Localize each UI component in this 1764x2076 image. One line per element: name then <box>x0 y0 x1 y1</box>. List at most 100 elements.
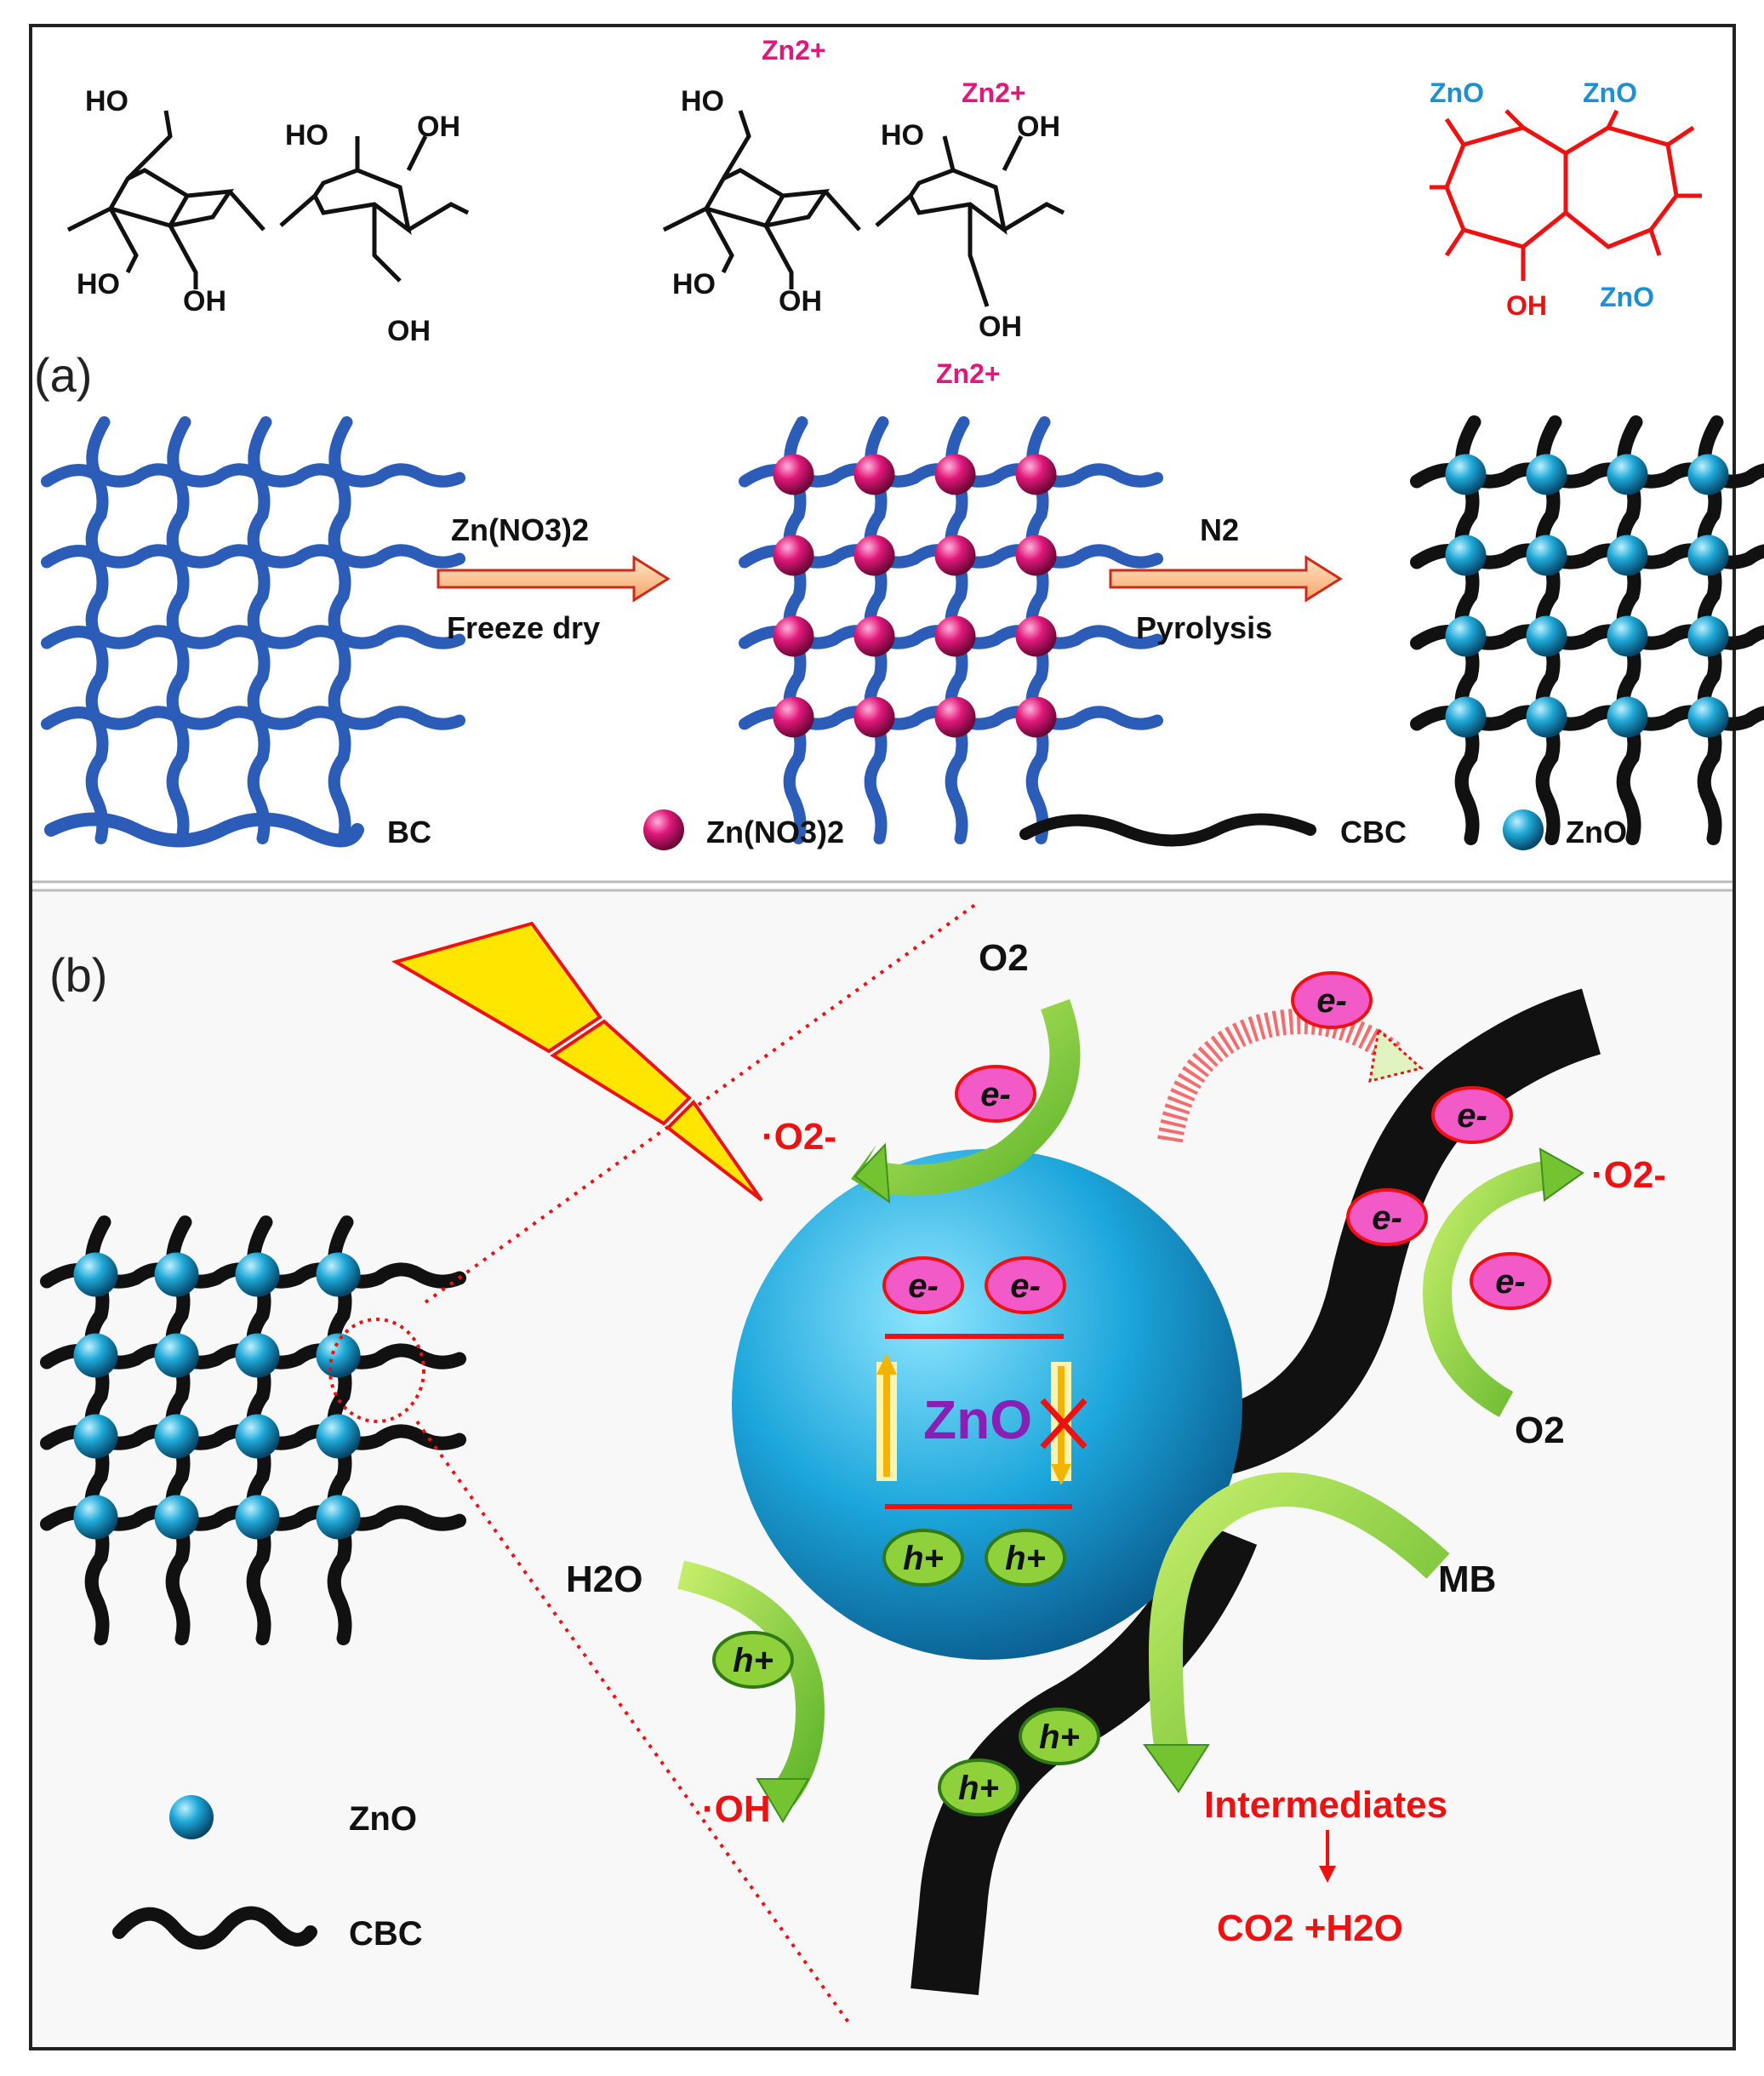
electron-badge: e- <box>955 1065 1036 1123</box>
node-ball <box>1445 454 1487 495</box>
legend-b-cbc-label: CBC <box>349 1915 423 1953</box>
zn-loaded-structure <box>662 110 1065 307</box>
node-ball <box>154 1252 199 1297</box>
zn-ion-label-1: Zn2+ <box>762 35 826 66</box>
electron-transfer-dashed-head <box>1368 1027 1424 1084</box>
node-ball <box>934 615 976 657</box>
node-ball <box>316 1333 361 1378</box>
zno-legend-ball-b <box>169 1795 214 1839</box>
node-ball <box>73 1414 118 1459</box>
hole-label: h+ <box>1039 1719 1080 1756</box>
o2-reduction-head-right <box>1539 1147 1584 1202</box>
node-ball <box>235 1252 280 1297</box>
chem1-atom-2: HO <box>77 268 120 300</box>
mb-degradation-head <box>1143 1744 1210 1793</box>
node-ball <box>73 1252 118 1297</box>
bc-network <box>41 416 465 844</box>
node-ball <box>1526 615 1567 657</box>
o2-reduction-arrow-right <box>1423 1160 1552 1417</box>
chem1-atom-4: HO <box>285 119 328 152</box>
node-ball <box>73 1333 118 1378</box>
o2-reduction-arrow-top <box>864 998 1081 1196</box>
hole-label: h+ <box>903 1540 944 1577</box>
node-ball <box>1445 696 1487 738</box>
legend-bc-label: BC <box>387 815 431 849</box>
node-ball <box>1445 615 1487 657</box>
node-ball <box>1607 454 1648 495</box>
chem1-atom-5: OH <box>417 111 460 143</box>
electron-label: e- <box>980 1076 1011 1113</box>
chem2-atom-2: HO <box>672 268 716 300</box>
node-ball <box>853 454 895 495</box>
electron-badge: e- <box>1291 971 1373 1029</box>
zoom-line-top <box>424 901 980 1304</box>
legend-b-zno-label: ZnO <box>349 1800 417 1838</box>
hole-label: h+ <box>733 1642 774 1679</box>
fiber-vertical <box>85 416 111 844</box>
electron-label: e- <box>1010 1267 1041 1305</box>
zno-legend-ball <box>1503 809 1544 850</box>
hole-label: h+ <box>958 1770 999 1807</box>
charge-carriers: e-e-h+h+e-e-e-e-e-h+h+h+ <box>712 971 1551 1816</box>
node-ball <box>934 696 976 738</box>
panel-a-label: (a) <box>34 348 92 402</box>
node-ball <box>73 1495 118 1540</box>
fiber-vertical <box>328 416 353 844</box>
carbonized-structure <box>1430 109 1702 281</box>
node-ball <box>853 615 895 657</box>
node-ball <box>934 535 976 576</box>
node-ball <box>235 1414 280 1459</box>
fiber-vertical <box>247 416 272 844</box>
panel-b-label: (b) <box>49 948 107 1002</box>
step2-process: Pyrolysis <box>1136 610 1272 645</box>
fiber-vertical <box>166 416 191 844</box>
chem2-atom-1: HO <box>681 85 724 117</box>
electron-label: e- <box>1457 1097 1487 1135</box>
node-ball <box>154 1414 199 1459</box>
hole-badge: h+ <box>712 1631 794 1689</box>
node-ball <box>1526 535 1567 576</box>
node-ball <box>1687 615 1729 657</box>
node-ball <box>1607 535 1648 576</box>
zn-nitrate-legend-ball <box>643 809 684 850</box>
node-ball <box>1015 615 1057 657</box>
hole-label: h+ <box>1005 1540 1046 1577</box>
bc-legend-fiber <box>44 812 364 848</box>
o2-label-top: O2 <box>979 937 1029 979</box>
oh-label-chem: OH <box>1506 290 1547 321</box>
node-ball <box>773 454 814 495</box>
node-ball <box>1015 696 1057 738</box>
figure-frame <box>29 24 1736 2050</box>
node-ball <box>1526 696 1567 738</box>
zn-ion-label-3: Zn2+ <box>936 358 1001 389</box>
zno-center-label: ZnO <box>923 1389 1032 1450</box>
hole-badge: h+ <box>938 1759 1019 1816</box>
chem2-atom-5: OH <box>1017 111 1060 143</box>
node-ball <box>316 1495 361 1540</box>
node-ball <box>773 615 814 657</box>
node-ball <box>1687 696 1729 738</box>
node-ball <box>316 1252 361 1297</box>
mb-label: MB <box>1438 1558 1496 1600</box>
step2-reagent: N2 <box>1200 512 1239 547</box>
node-ball <box>235 1495 280 1540</box>
electron-badge: e- <box>882 1256 964 1314</box>
zno-label-chem-1: ZnO <box>1430 77 1484 108</box>
node-ball <box>1445 535 1487 576</box>
zn-ion-label-2: Zn2+ <box>962 77 1026 108</box>
node-ball <box>853 535 895 576</box>
hydroxyl-label: ·OH <box>702 1788 771 1830</box>
node-ball <box>934 454 976 495</box>
zno-label-chem-2: ZnO <box>1583 77 1637 108</box>
node-ball <box>853 696 895 738</box>
zno-label-chem-3: ZnO <box>1600 282 1654 312</box>
node-ball <box>773 696 814 738</box>
superoxide-label-left: ·O2- <box>762 1116 836 1158</box>
node-ball <box>1687 535 1729 576</box>
zoom-line-bottom <box>415 1420 853 2027</box>
node-ball <box>154 1495 199 1540</box>
chem1-atom-6: OH <box>387 315 431 347</box>
electron-badge: e- <box>1470 1252 1551 1310</box>
cbc-zno-network <box>1410 415 1764 845</box>
